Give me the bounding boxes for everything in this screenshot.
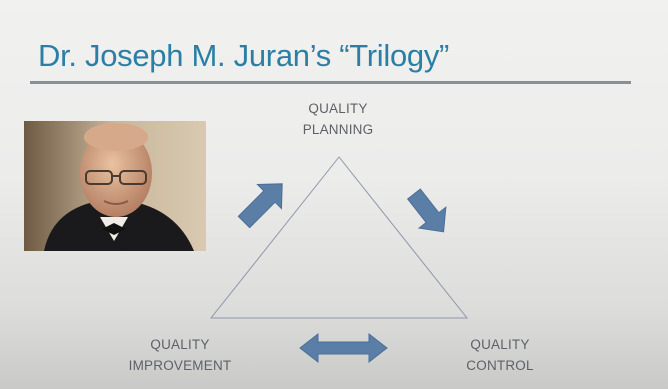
improvement-line2: IMPROVEMENT (128, 358, 232, 373)
quality-control-label: QUALITY CONTROL (450, 334, 550, 376)
arrow-up-right-icon (237, 183, 283, 229)
arrow-down-right-icon (406, 188, 447, 233)
control-line2: CONTROL (466, 358, 534, 373)
improvement-line1: QUALITY (150, 337, 210, 352)
control-line1: QUALITY (470, 337, 530, 352)
double-arrow-icon (299, 332, 388, 364)
planning-line2: PLANNING (302, 122, 374, 137)
quality-improvement-label: QUALITY IMPROVEMENT (110, 334, 250, 376)
portrait-photo (24, 121, 206, 251)
quality-planning-label: QUALITY PLANNING (288, 98, 388, 140)
trilogy-triangle (209, 156, 469, 319)
title-underline (30, 81, 631, 84)
slide-title: Dr. Joseph M. Juran’s “Trilogy” (38, 38, 450, 73)
planning-line1: QUALITY (308, 101, 368, 116)
